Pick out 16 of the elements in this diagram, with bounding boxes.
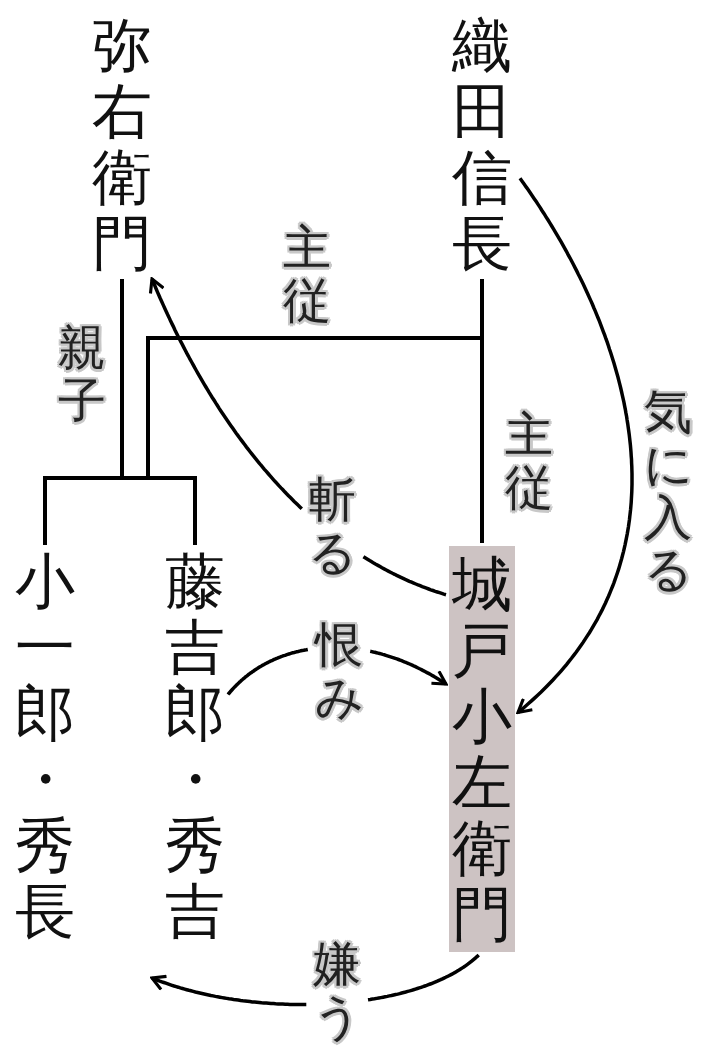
curved-arrow [226, 647, 448, 697]
connector-line [480, 279, 484, 338]
curved-arrow [150, 953, 481, 1007]
connector-line [122, 476, 148, 480]
connector-line [120, 279, 124, 478]
connector-line [43, 476, 122, 545]
curved-arrow [148, 277, 448, 597]
person-name: 藤吉郎・秀吉 [165, 548, 225, 944]
highlighted-name-box: 城戸小左衛門 [449, 546, 515, 952]
person-name: 織田信長 [452, 12, 512, 276]
curved-arrow [516, 177, 634, 715]
connector-line [480, 338, 484, 543]
person-name: 弥右衛門 [92, 12, 152, 276]
person-name: 小一郎・秀長 [15, 548, 75, 944]
connector-line [148, 476, 197, 545]
connector-line [146, 336, 482, 478]
